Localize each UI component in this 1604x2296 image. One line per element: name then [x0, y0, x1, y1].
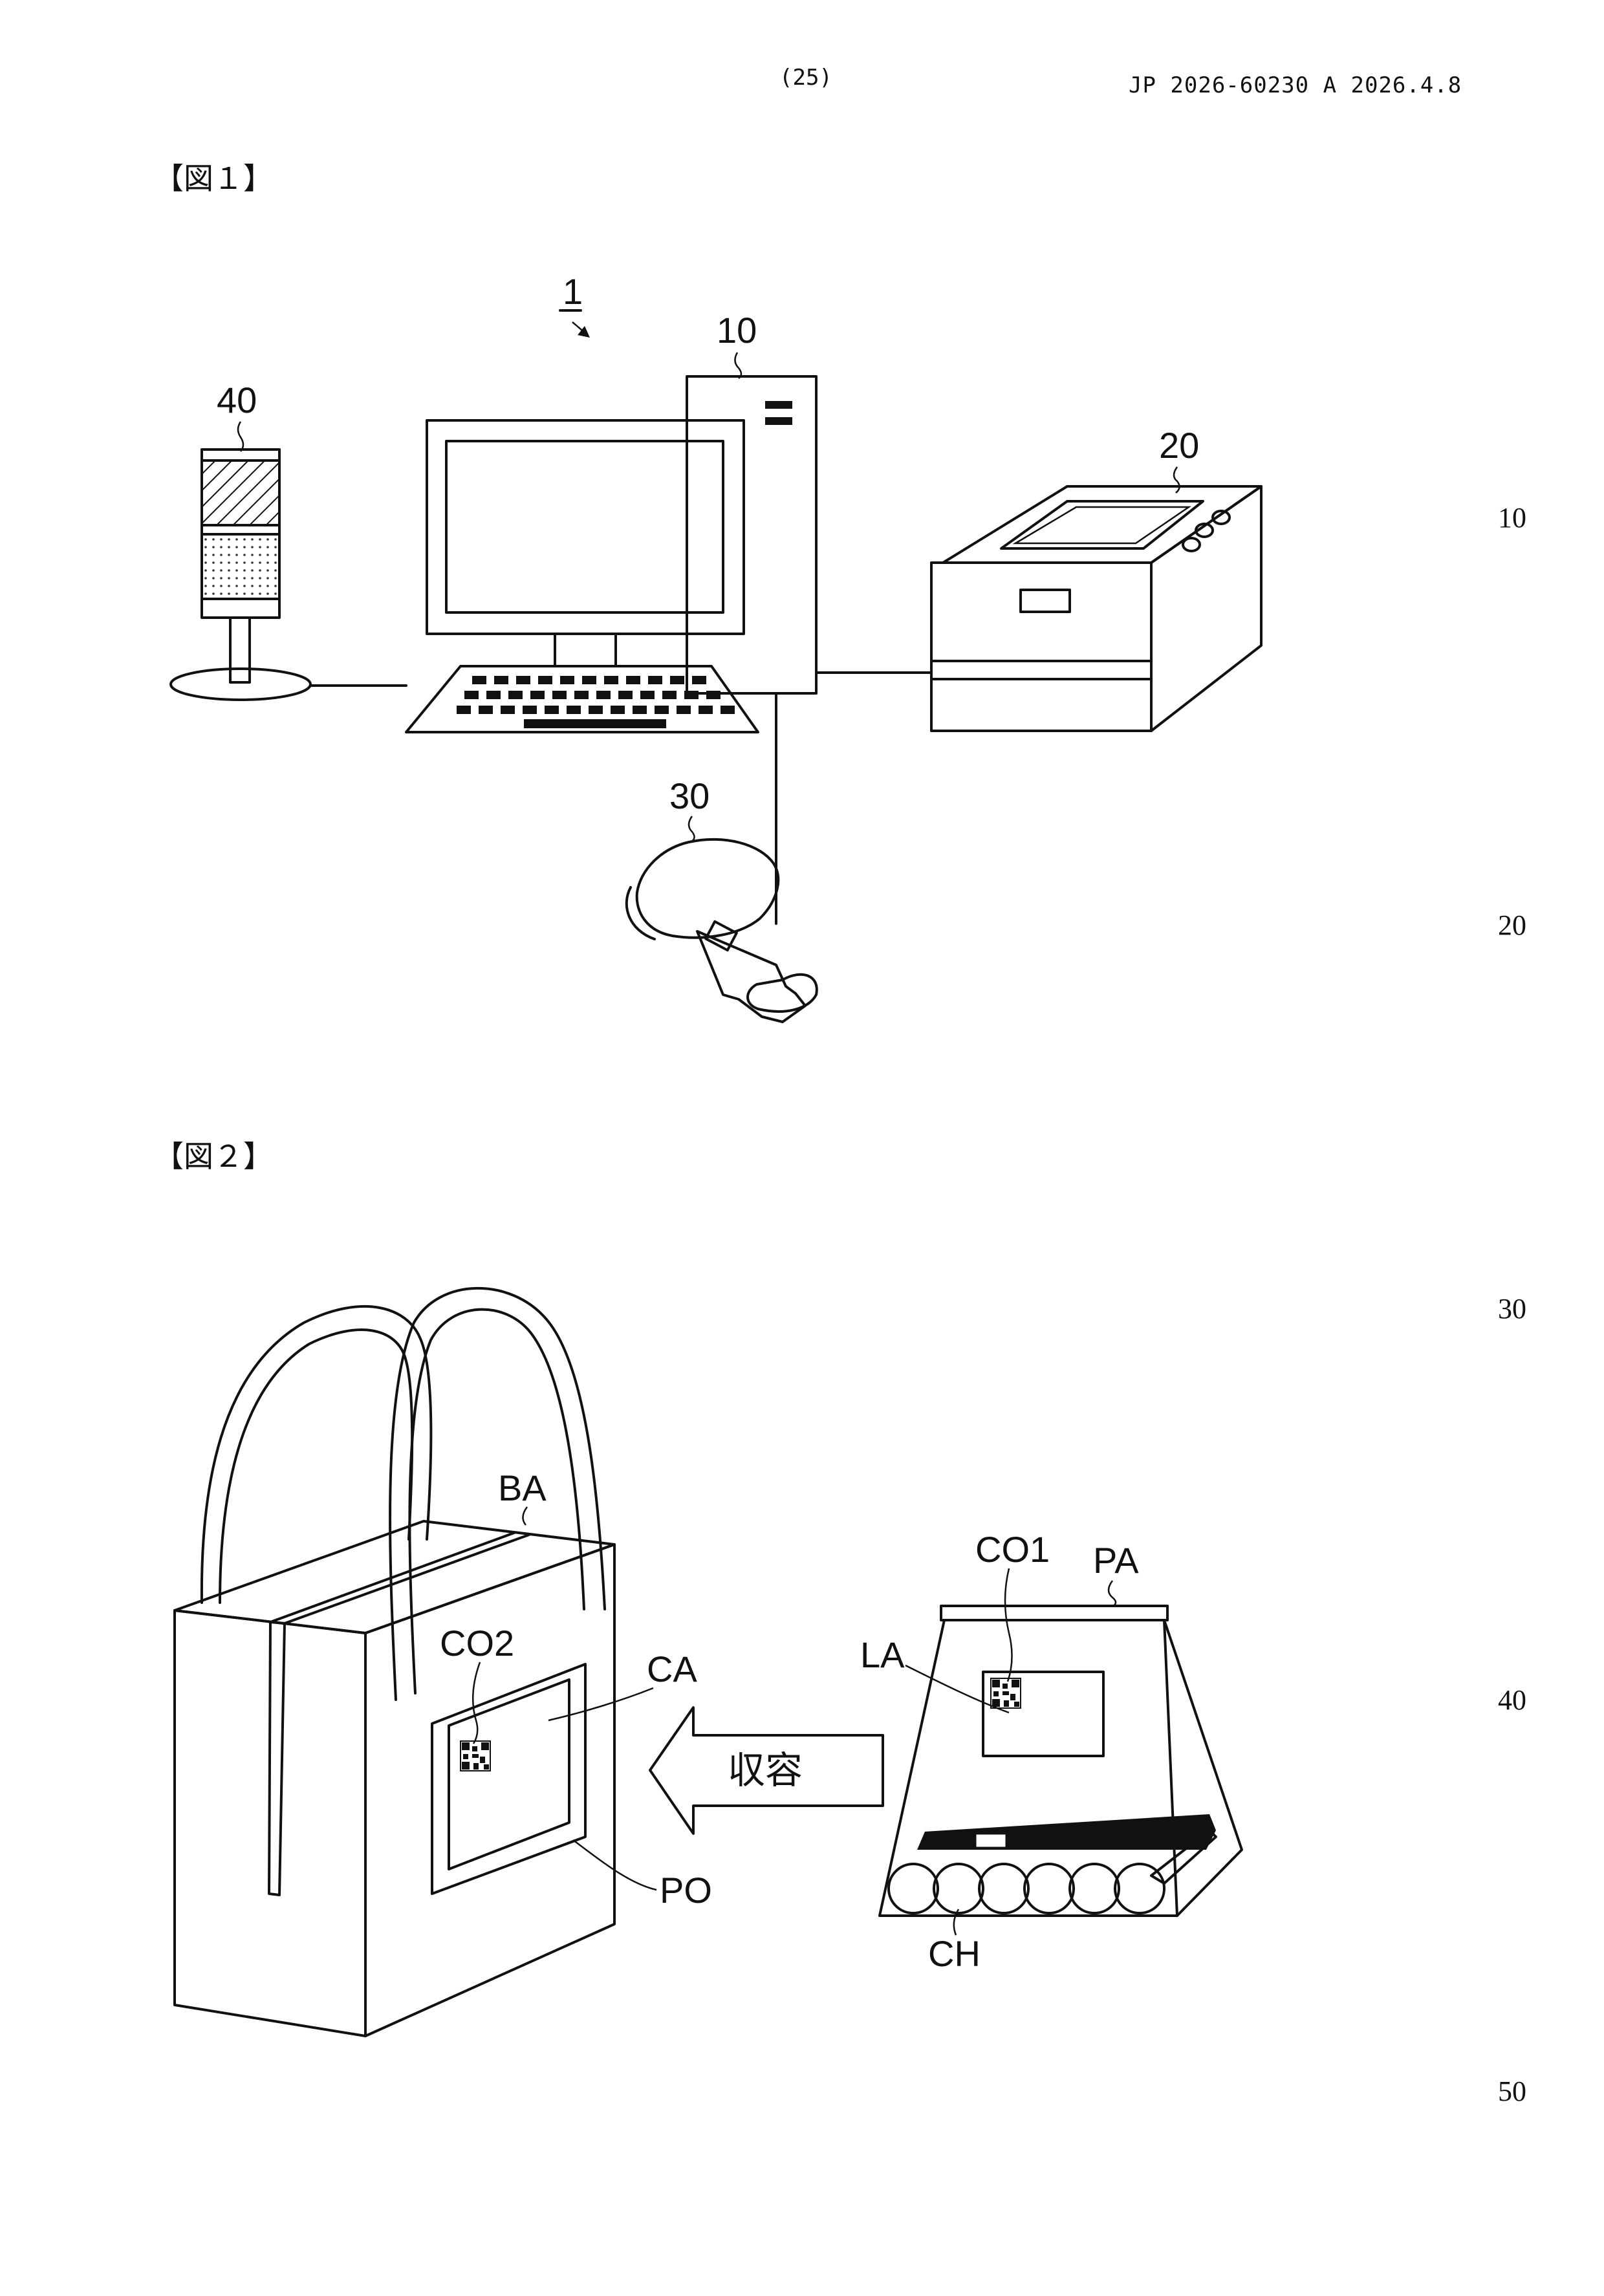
ref-card-area: CA [647, 1649, 697, 1689]
bag [175, 1288, 614, 2036]
figure-2-drawing: BA CO2 CA PO 収容 CO [0, 1197, 1604, 2296]
package [880, 1606, 1242, 1916]
figure-2-label: 【図２】 [154, 1133, 273, 1176]
ref-contents: CH [928, 1933, 981, 1974]
ref-signal-tower: 40 [217, 380, 257, 420]
signal-tower [171, 449, 310, 700]
ref-label-area: LA [860, 1634, 905, 1675]
printer [931, 486, 1261, 731]
ref-scanner: 30 [669, 775, 710, 816]
ref-package: PA [1093, 1540, 1139, 1581]
figure-1-drawing: 40 1 10 [0, 0, 1604, 1067]
ref-package-code: CO1 [975, 1529, 1050, 1570]
ref-pocket: PO [660, 1870, 712, 1911]
barcode-scanner [627, 839, 817, 1022]
arrow-label: 収容 [728, 1748, 803, 1792]
computer-tower [687, 376, 816, 693]
ref-computer: 10 [717, 310, 757, 351]
ref-bag-code: CO2 [440, 1623, 514, 1663]
ref-system: 1 [563, 271, 583, 312]
ref-bag: BA [498, 1467, 547, 1508]
keyboard [406, 666, 758, 732]
monitor [427, 420, 744, 666]
ref-printer: 20 [1159, 425, 1199, 466]
